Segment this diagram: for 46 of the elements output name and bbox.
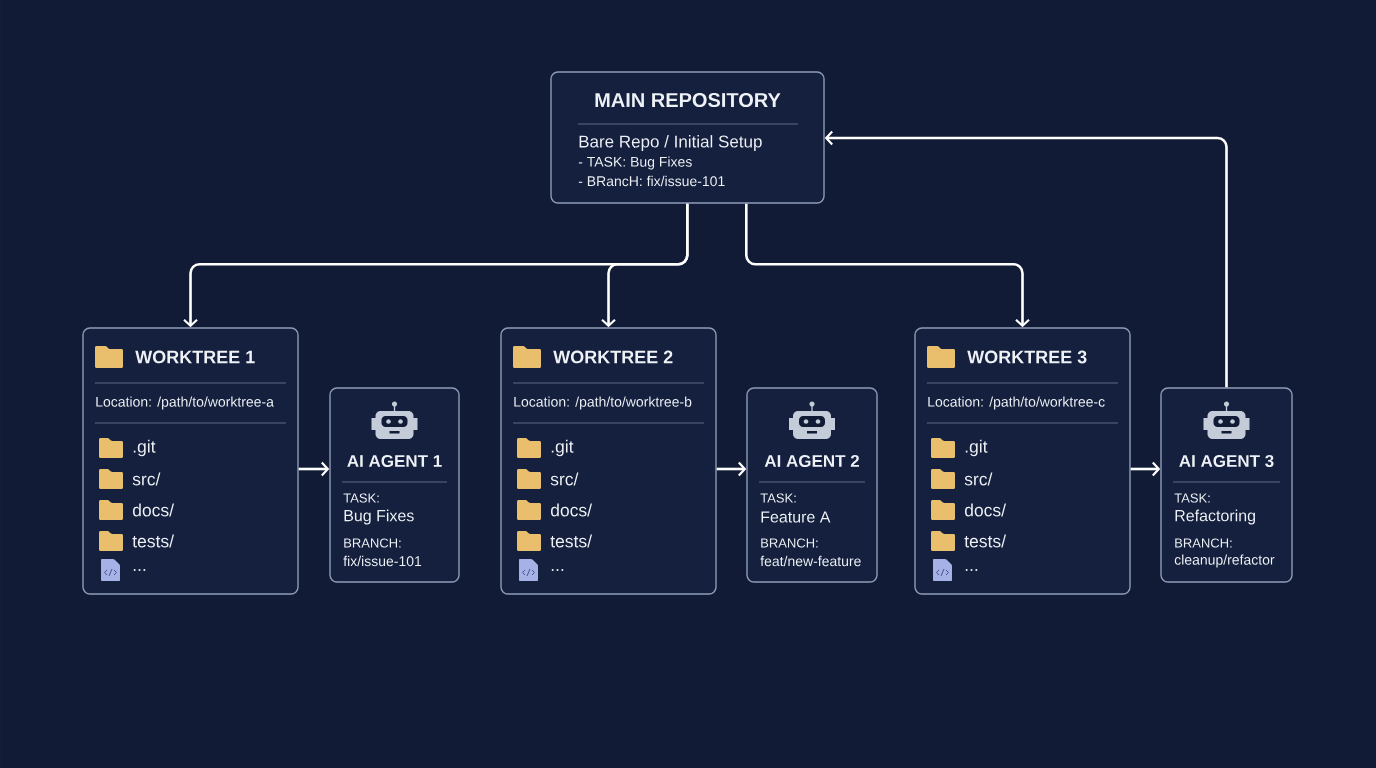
label-text: BRANCH: xyxy=(1175,538,1232,548)
label-text: Location: /path/to/worktree-c xyxy=(928,396,1105,410)
label-text: feat/new-feature xyxy=(760,555,861,567)
arrow xyxy=(298,461,330,477)
label-text: TASK: xyxy=(760,493,796,503)
folder-name: .git xyxy=(965,439,988,457)
folder-name: tests/ xyxy=(550,534,593,548)
folder-name: docs/ xyxy=(550,503,593,517)
folder-name: ... xyxy=(133,569,146,571)
folder-name: ... xyxy=(551,569,564,571)
box-heading: AI AGENT 1 xyxy=(347,455,442,467)
label-text: cleanup/refactor xyxy=(1174,554,1275,568)
box-heading: MAIN REPOSITORY xyxy=(595,92,781,108)
arrow xyxy=(716,461,747,477)
arrow xyxy=(745,203,1030,328)
folder-name: .git xyxy=(551,439,574,457)
label-text: Refactoring xyxy=(1175,509,1255,525)
box-heading: AI AGENT 2 xyxy=(764,455,859,467)
label-text: fix/issue-101 xyxy=(343,555,422,567)
label-text: Bare Repo / Initial Setup xyxy=(579,135,762,151)
folder-name: docs/ xyxy=(132,503,175,517)
folder-name: tests/ xyxy=(132,534,175,548)
label-text: TASK: xyxy=(1174,493,1210,503)
label-text: BRANCH: xyxy=(344,538,401,548)
label-text: Location: /path/to/worktree-a xyxy=(96,396,274,410)
folder-name: tests/ xyxy=(964,534,1007,548)
label-text: Bug Fixes xyxy=(344,509,414,525)
box-heading: WORKTREE 1 xyxy=(135,350,255,364)
folder-name: .git xyxy=(133,439,156,457)
arrow xyxy=(1130,461,1161,477)
label-text: TASK: xyxy=(343,493,379,503)
box-heading: WORKTREE 2 xyxy=(553,350,673,364)
folder-name: docs/ xyxy=(964,503,1007,517)
box-heading: AI AGENT 3 xyxy=(1179,454,1274,467)
box-heading: WORKTREE 3 xyxy=(967,350,1087,364)
arrow xyxy=(601,203,689,328)
label-text: Location: /path/to/worktree-b xyxy=(514,396,692,410)
arrow xyxy=(824,130,1228,388)
label-text: - BRancH: fix/issue-101 xyxy=(578,175,725,187)
folder-name: src/ xyxy=(550,472,579,486)
label-text: - TASK: Bug Fixes xyxy=(578,156,692,170)
label-text: BRANCH: xyxy=(761,538,818,548)
folder-name: ... xyxy=(965,569,978,571)
folder-name: src/ xyxy=(132,472,161,486)
label-text: Feature A xyxy=(761,511,831,523)
folder-name: src/ xyxy=(964,472,993,486)
